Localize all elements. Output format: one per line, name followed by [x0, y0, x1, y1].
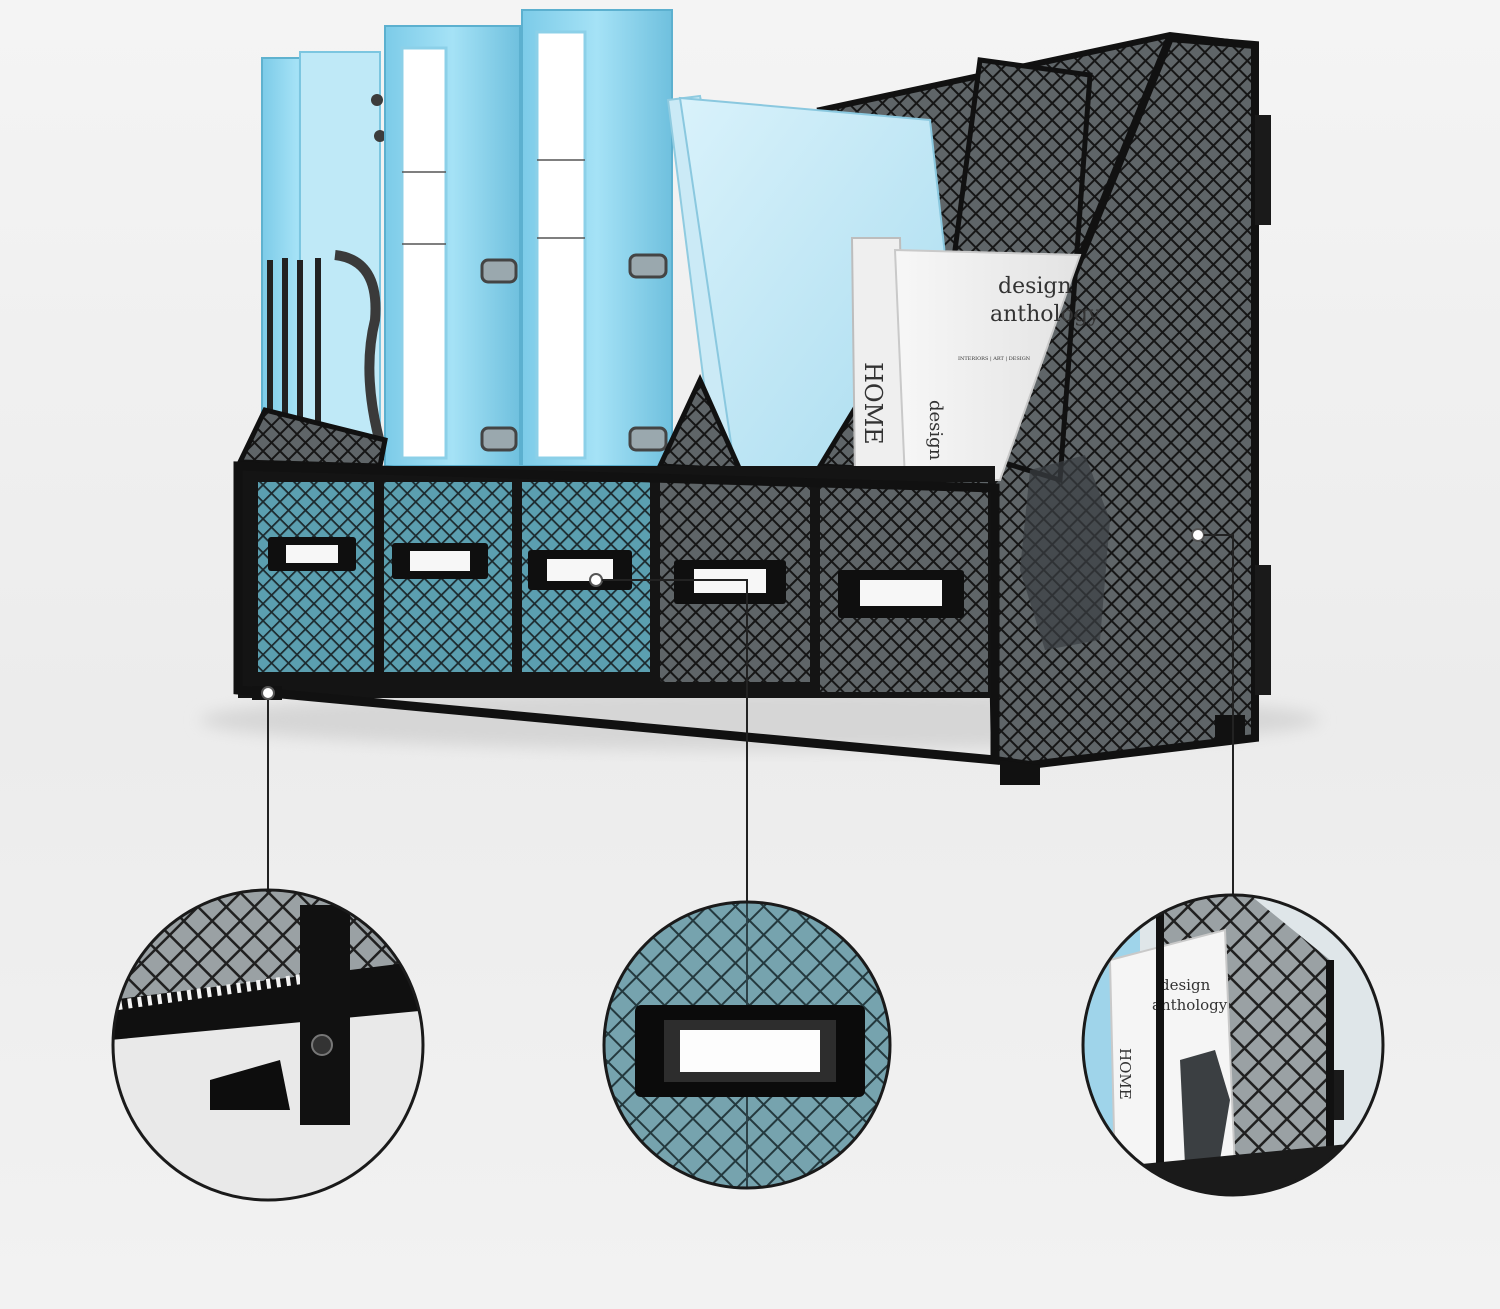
callout-lines — [261, 528, 1234, 902]
book-cover-title-2: anthology — [990, 302, 1101, 327]
label-holder-3 — [528, 550, 632, 590]
hinge-clip-top — [1255, 115, 1271, 225]
file-organizer: design anthology INTERIORS | ART | DESIG… — [233, 9, 1271, 785]
hinge-clip-bottom — [1255, 565, 1271, 695]
label-holder-2 — [392, 543, 488, 579]
detail-label-holder — [602, 900, 892, 1190]
book-spine-subtitle: design — [925, 400, 946, 461]
hanging-folders — [261, 51, 390, 463]
label-holder-1 — [268, 537, 356, 571]
detail-foot — [111, 888, 425, 1202]
detail-book-title-2: anthology — [1152, 996, 1228, 1014]
design-book: design anthology INTERIORS | ART | DESIG… — [850, 237, 1101, 481]
side-panel-stapler — [1020, 455, 1110, 650]
label-holder-4 — [674, 560, 786, 604]
blue-binder-1 — [384, 25, 521, 467]
detail-book-spine: HOME — [1116, 1048, 1134, 1100]
label-holders — [268, 537, 964, 618]
foot-front-right — [1000, 760, 1040, 785]
book-cover-subtitle: INTERIORS | ART | DESIGN — [958, 356, 1031, 362]
foot-rear-right — [1215, 715, 1245, 740]
detail-side-panel: design anthology HOME — [1081, 893, 1385, 1197]
label-holder-5 — [838, 570, 964, 618]
blue-binder-2 — [521, 9, 673, 467]
book-cover-title-1: design — [998, 274, 1072, 299]
book-spine-title: HOME — [859, 362, 887, 445]
detail-book-title-1: design — [1160, 976, 1211, 994]
